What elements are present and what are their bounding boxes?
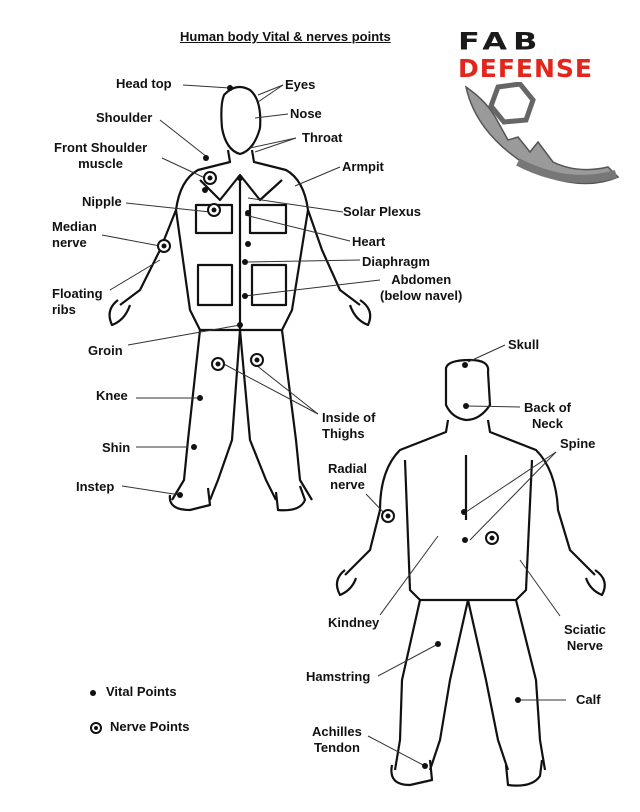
label-calf: Calf bbox=[576, 692, 601, 707]
label-armpit: Armpit bbox=[342, 159, 384, 174]
logo-fab-text: FAB bbox=[458, 27, 544, 56]
label-hamstring: Hamstring bbox=[306, 669, 371, 684]
label-throat: Throat bbox=[302, 130, 343, 145]
back-figure bbox=[335, 358, 606, 787]
legend-nerve: Nerve Points bbox=[90, 719, 189, 734]
fab-defense-logo: FAB DEFENSE bbox=[458, 27, 628, 197]
page-title: Human body Vital & nerves points bbox=[180, 29, 391, 44]
logo-defense-text: DEFENSE bbox=[458, 54, 593, 83]
label-diaphragm: Diaphragm bbox=[362, 254, 430, 269]
label-head-top: Head top bbox=[116, 76, 172, 91]
label-eyes: Eyes bbox=[285, 77, 316, 92]
label-knee: Knee bbox=[96, 388, 128, 403]
vital-point-icon bbox=[90, 689, 96, 696]
legend-vital: Vital Points bbox=[90, 684, 177, 699]
label-nipple: Nipple bbox=[82, 194, 122, 209]
label-abdomen: Abdomen(below navel) bbox=[380, 272, 463, 303]
label-solar-plexus: Solar Plexus bbox=[343, 204, 422, 219]
label-spine: Spine bbox=[560, 436, 596, 451]
knuckle-tool-icon bbox=[464, 81, 620, 185]
label-heart: Heart bbox=[352, 234, 386, 249]
label-shin: Shin bbox=[102, 440, 131, 455]
label-shoulder: Shoulder bbox=[96, 110, 153, 125]
label-skull: Skull bbox=[508, 337, 540, 352]
nerve-point-icon bbox=[90, 721, 102, 734]
label-nose: Nose bbox=[290, 106, 322, 121]
label-instep: Instep bbox=[76, 479, 115, 494]
label-kidney: Kindney bbox=[328, 615, 380, 630]
label-groin: Groin bbox=[88, 343, 123, 358]
